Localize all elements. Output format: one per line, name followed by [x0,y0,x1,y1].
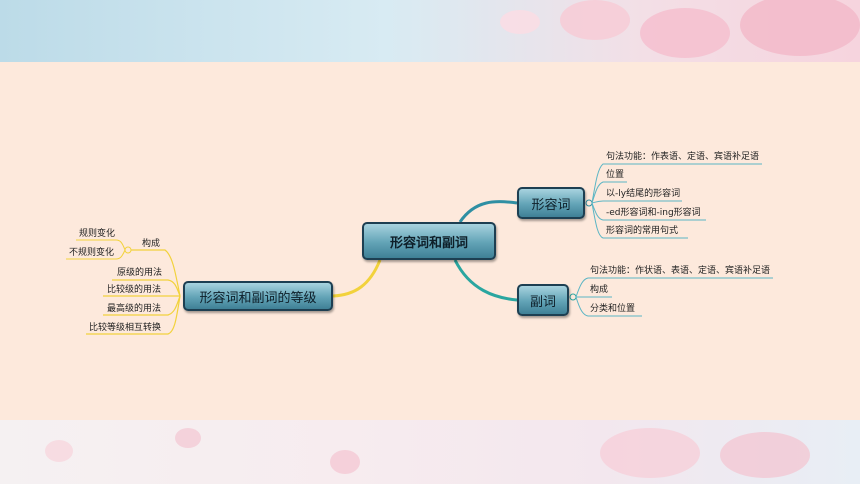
blossom-decoration [640,8,730,58]
blossom-decoration [600,428,700,478]
degrees-branch-line [86,295,181,335]
blossom-decoration [560,0,630,40]
adverb-branch-line [575,277,773,298]
degrees-formation-leaf[interactable]: 构成 [142,239,161,249]
adjective-leaf[interactable]: -ed形容词和-ing形容词 [606,208,701,218]
formation-leaf[interactable]: 规则变化 [79,229,116,239]
blossom-decoration [720,432,810,478]
adverb-branch-line [575,296,642,317]
adjective-branch-line [591,163,762,204]
adjective-leaf[interactable]: 句法功能：作表语、定语、宾语补足语 [606,152,760,162]
adjective-branch-line [591,202,706,221]
degrees-leaf[interactable]: 最高级的用法 [107,304,162,314]
degrees-leaf[interactable]: 比较等级相互转换 [89,323,162,333]
adjective-leaf[interactable]: 形容词的常用句式 [606,226,679,236]
degrees-leaf[interactable]: 比较级的用法 [107,285,162,295]
adjective-branch-knot [585,199,593,207]
formation-branch-knot [124,246,132,254]
central-node[interactable]: 形容词和副词 [362,222,496,260]
blossom-decoration [740,0,860,56]
adjective-leaf[interactable]: 以-ly结尾的形容词 [606,189,681,199]
adverb-node[interactable]: 副词 [517,284,569,316]
blossom-decoration [500,10,540,34]
link-adverb [453,259,518,302]
adjective-branch-line [591,200,682,204]
adverb-leaf[interactable]: 句法功能：作状语、表语、定语、宾语补足语 [590,266,771,276]
blossom-decoration [330,450,360,474]
adjective-leaf[interactable]: 位置 [606,170,625,180]
degrees-branch-line [103,295,181,316]
degrees-branch-line [112,279,181,297]
link-degrees [332,259,382,298]
blossom-decoration [175,428,201,448]
adjective-node[interactable]: 形容词 [517,187,585,219]
degrees-branch-line [130,249,181,297]
adverb-leaf[interactable]: 构成 [590,285,609,295]
formation-branch-line [66,249,126,260]
formation-branch-line [76,239,126,251]
degrees-node[interactable]: 形容词和副词的等级 [183,281,333,311]
link-adjective [458,200,518,223]
degrees-leaf[interactable]: 原级的用法 [117,268,163,278]
blossom-decoration [45,440,73,462]
adverb-branch-knot [569,293,577,301]
adverb-leaf[interactable]: 分类和位置 [590,304,636,314]
adjective-branch-line [591,181,627,204]
bottom-banner [0,420,860,484]
adjective-branch-line [591,202,688,239]
formation-leaf[interactable]: 不规则变化 [69,248,115,258]
